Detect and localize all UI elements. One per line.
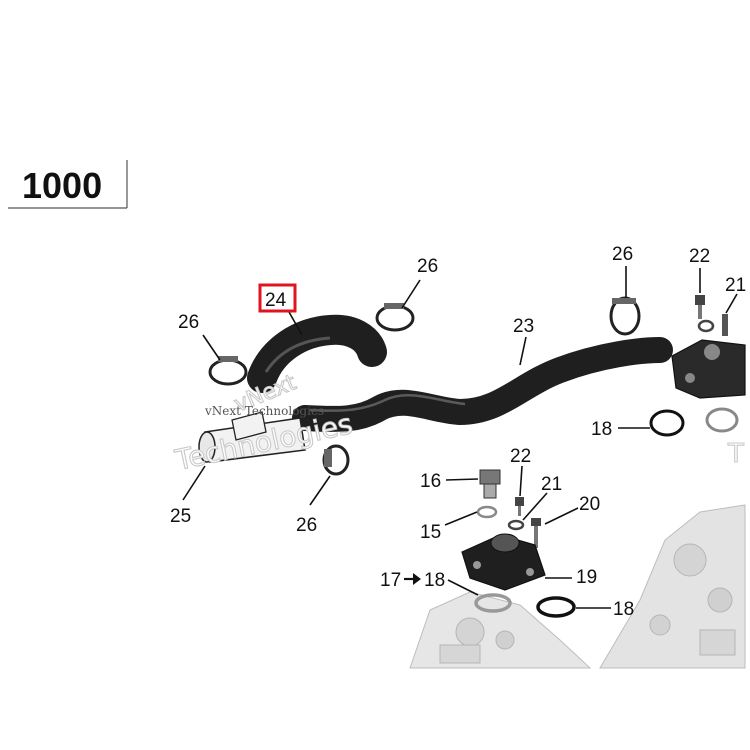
watermark-right-fragment: T [727,439,744,469]
hose-24 [247,314,387,393]
clamp-26-upper [375,303,415,332]
washer-15 [476,505,498,519]
model-code-box: 1000 [8,160,128,209]
callout-20[interactable]: 20 [579,494,600,515]
callout-21-middle[interactable]: 21 [541,474,562,495]
callout-23[interactable]: 23 [513,316,534,337]
arrow-head-icon [413,573,421,585]
callout-26-upper[interactable]: 26 [417,256,438,277]
callout-17[interactable]: 17 [380,570,401,591]
callout-18-right[interactable]: 18 [591,419,612,440]
callout-18-bottom[interactable]: 18 [613,599,634,620]
engine-block [409,504,746,669]
callout-18-left[interactable]: 18 [424,570,445,591]
callout-21-right[interactable]: 21 [725,275,746,296]
callout-26-left[interactable]: 26 [178,312,199,333]
callout-15[interactable]: 15 [420,522,441,543]
hose-23 [292,337,673,432]
fitting-25 [198,411,306,463]
clamp-26-lower [322,444,350,476]
callout-16[interactable]: 16 [420,471,441,492]
model-code: 1000 [22,165,102,206]
o-ring-18-right-b [705,407,739,433]
callout-19[interactable]: 19 [576,567,597,588]
callout-24[interactable]: 24 [265,290,287,311]
plug-16 [479,469,501,499]
o-ring-18-bottom-grey [474,593,512,613]
callout-22-right[interactable]: 22 [689,246,710,267]
housing-19 [461,533,546,591]
bolt-22-right [695,295,705,319]
clamp-26-right [609,296,641,336]
leader-lines [182,266,738,609]
watermark-small: vNext Technologies [204,404,324,418]
callout-26-right[interactable]: 26 [612,244,633,265]
housing-right [671,339,746,399]
callout-22-middle[interactable]: 22 [510,446,531,467]
o-ring-18-right-a [649,409,685,437]
washer-21-middle [507,519,525,531]
highlight-box-24 [258,283,297,313]
callout-25[interactable]: 25 [170,506,191,527]
bolt-22-middle [515,497,524,516]
callout-26-lower[interactable]: 26 [296,515,317,536]
bolt-20 [531,518,541,548]
washer-21-right [697,314,728,336]
o-ring-18-bottom-black [536,596,576,618]
clamp-26-left [208,356,248,386]
callout-17-to-18: 17 18 [380,570,445,591]
